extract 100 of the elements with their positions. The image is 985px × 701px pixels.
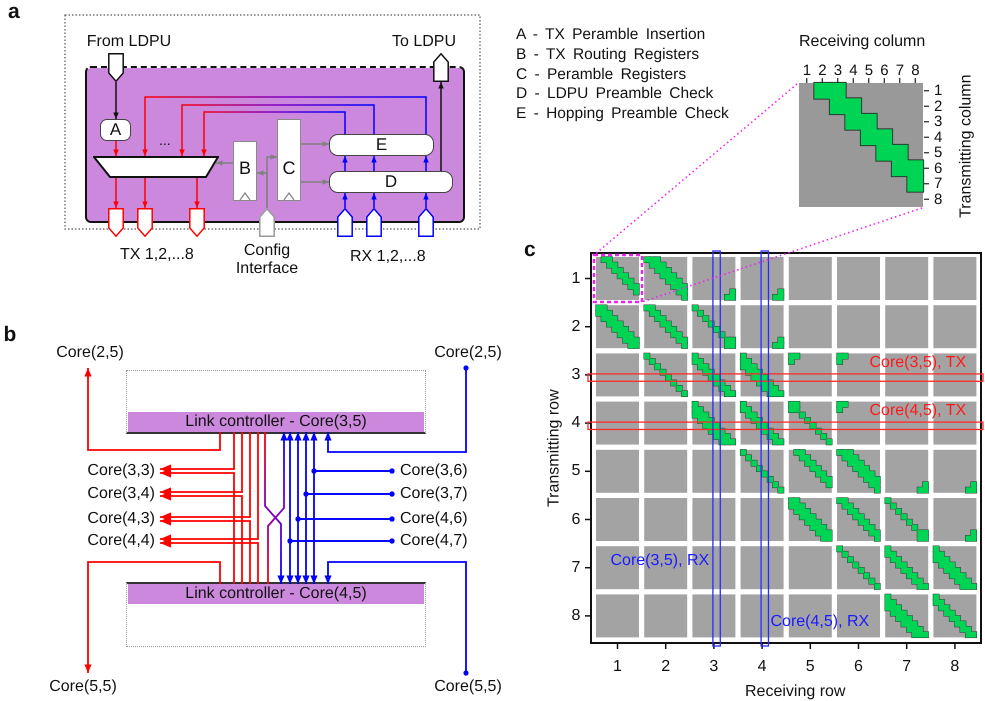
core-label: Core(3,6) (392, 461, 472, 481)
core-label: Core(4,6) (392, 509, 472, 529)
arrow (266, 154, 277, 208)
arrow (179, 104, 375, 156)
tick-label: 7 (902, 658, 912, 676)
tick-label: 8 (934, 190, 942, 208)
tick-label: 1 (934, 82, 942, 100)
arrow (142, 178, 148, 208)
tick-label: 3 (572, 366, 580, 384)
arrow (438, 82, 444, 171)
arrow (286, 538, 395, 584)
arrow (194, 178, 200, 208)
arrow (342, 156, 348, 171)
tick-label: 2 (661, 658, 670, 676)
controller-band: Link controller - Core(3,5) (128, 412, 424, 432)
arrow (201, 111, 346, 156)
key-text: E - Hopping Preamble Check (516, 105, 729, 123)
arrow (301, 141, 329, 147)
tick-label: 5 (934, 144, 942, 162)
arrow (160, 432, 235, 474)
port-group-label: TX 1,2,...8 (120, 246, 194, 264)
port-label: To LDPU (390, 33, 458, 51)
port-label: From LDPU (86, 33, 172, 51)
tick-label: 3 (834, 62, 842, 79)
tick-label: 2 (934, 98, 942, 115)
controller-box (126, 370, 426, 434)
arrow (371, 193, 377, 208)
tick-label: 6 (934, 160, 942, 177)
axis-title: Receiving column (799, 33, 926, 52)
arrow (84, 561, 221, 673)
arrow (302, 491, 395, 584)
tick-label: 8 (950, 658, 960, 676)
logic-block: D (329, 171, 453, 193)
panel-label: a (8, 0, 20, 24)
arrow (113, 82, 119, 119)
arrow (324, 561, 469, 676)
controller-box (126, 582, 426, 647)
block-letter: C (282, 158, 296, 178)
tick-label: 8 (911, 62, 920, 79)
tick-label: 7 (934, 175, 942, 192)
arrow (310, 468, 395, 584)
axis-title: Receiving row (745, 683, 846, 701)
tick-label: 8 (572, 606, 580, 626)
key-text: C - Peramble Registers (516, 66, 686, 84)
port-symbol (137, 208, 153, 237)
axis-title: Transmitting row (546, 389, 564, 508)
arrow (423, 156, 429, 171)
core-label: Core(4,4) (84, 531, 160, 551)
arrow (294, 516, 395, 584)
panel-label: b (4, 323, 16, 348)
panel-label: c (524, 238, 536, 262)
tick-label: 5 (864, 62, 874, 79)
arrow (160, 538, 259, 584)
arrow (371, 156, 377, 171)
core-label: Core(5,5) (46, 673, 120, 697)
register-block (277, 119, 301, 201)
tick-label: 4 (758, 658, 766, 676)
arrow (160, 516, 251, 584)
port-label: Config Interface (234, 242, 300, 278)
arrow (113, 178, 119, 208)
tick-label: 3 (934, 113, 942, 130)
arrow (423, 193, 429, 208)
key-text: A - TX Peramble Insertion (516, 26, 706, 44)
port-symbol (189, 208, 205, 237)
arrow (324, 365, 469, 453)
block-letter: B (238, 158, 252, 178)
arrow (113, 141, 119, 156)
tick-label: 4 (849, 62, 858, 79)
key-text: B - TX Routing Registers (516, 46, 700, 64)
logic-block: E (329, 134, 434, 156)
arrow (84, 368, 221, 451)
core-label: Core(2,5) (431, 344, 505, 368)
tick-label: 7 (572, 558, 580, 578)
tick-label: 1 (572, 270, 580, 288)
arrow (342, 193, 348, 208)
core-label: Core(4,3) (84, 509, 160, 529)
arrow (142, 96, 427, 156)
tick-label: 6 (572, 510, 580, 529)
arrow (301, 179, 329, 185)
tick-label: 2 (572, 318, 580, 336)
arrow (160, 491, 243, 584)
tick-label: 3 (709, 658, 718, 676)
core-label: Core(5,5) (431, 673, 505, 697)
tick-label: 2 (818, 62, 827, 79)
tick-label: 1 (802, 62, 812, 79)
arrow (160, 432, 259, 544)
tick-label: 6 (880, 62, 889, 79)
tick-label: 6 (854, 658, 863, 676)
key-text: D - LDPU Preamble Check (516, 85, 714, 104)
port-symbol (108, 208, 124, 237)
arrow (216, 160, 233, 166)
ellipsis-text: ... (159, 132, 171, 148)
axis-title: Transmitting column (957, 74, 976, 218)
arrow (160, 432, 243, 497)
tick-label: 5 (806, 658, 815, 676)
core-label: Core(4,7) (392, 531, 472, 551)
core-label: Core(3,7) (392, 484, 472, 504)
core-label: Core(2,5) (53, 344, 127, 368)
tick-label: 4 (572, 414, 580, 432)
logic-block: A (100, 119, 131, 141)
